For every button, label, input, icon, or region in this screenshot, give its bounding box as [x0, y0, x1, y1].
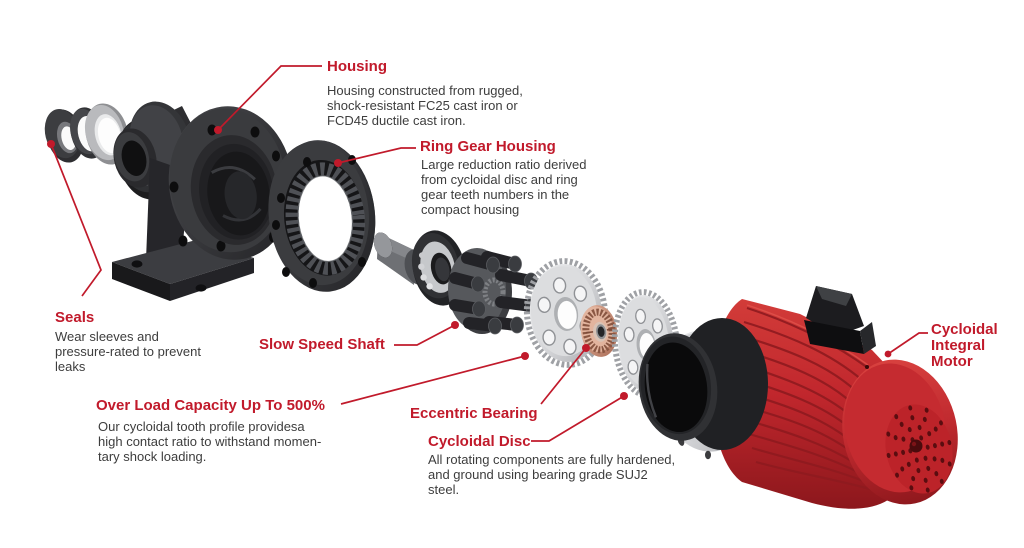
housing-part [112, 101, 294, 301]
housing-description-line: FCD45 ductile cast iron. [327, 113, 466, 128]
housing-description: Housing constructed from rugged, shock-r… [327, 83, 523, 128]
seals-description: Wear sleeves and pressure-rated to preve… [55, 329, 201, 374]
cycloidal-disc-description-line: steel. [428, 482, 460, 497]
slow-speed-shaft-label: Slow Speed Shaft [259, 336, 385, 353]
cycloidal-disc-description: All rotating components are fully harden… [428, 452, 675, 497]
overload-leader-line [340, 355, 526, 405]
seals-description-line: pressure-rated to prevent [55, 344, 201, 359]
overload-description-line: tary shock loading. [98, 449, 207, 464]
overload-description-line: Our cycloidal tooth profile providesa [98, 419, 305, 434]
eccentric-bearing-part [580, 305, 618, 357]
overload-description-line: high contact ratio to withstand momen- [98, 434, 322, 449]
ring-gear-housing-part [268, 140, 376, 292]
eccentric-bearing-label: Eccentric Bearing [410, 405, 538, 422]
housing-description-line: Housing constructed from rugged, [327, 83, 523, 98]
ring-gear-housing-description-line: Large reduction ratio derived [421, 157, 587, 172]
cycloidal-integral-motor-part [712, 286, 958, 509]
ring-gear-housing-description-line: gear teeth numbers in the [421, 187, 570, 202]
motor-flange-part [638, 318, 768, 460]
motor-label-line: Cycloidal [931, 321, 998, 338]
motor-leader-line [887, 332, 928, 355]
motor-label-line: Integral [931, 337, 986, 354]
cycloidal-disc-description-line: All rotating components are fully harden… [428, 452, 676, 467]
cycloidal-disc-leader-line [531, 395, 625, 442]
terminal-box [804, 286, 876, 354]
slow-speed-shaft-part [373, 230, 539, 335]
motor-label-line: Motor [931, 353, 973, 370]
ring-gear-housing-description: Large reduction ratio derived from cyclo… [421, 157, 587, 217]
seals-label: Seals [55, 309, 95, 326]
eccentric-bearing-leader-line [540, 347, 587, 405]
seals-description-line: leaks [55, 359, 86, 374]
leader-dots [47, 126, 892, 400]
ring-gear-housing-label: Ring Gear Housing [420, 138, 556, 155]
leader-lines [50, 65, 928, 442]
seals-description-line: Wear sleeves and [55, 329, 159, 344]
ring-gear-housing-description-line: from cycloidal disc and ring [421, 172, 578, 187]
cycloidal-disc-label: Cycloidal Disc [428, 433, 531, 450]
seals-leader-line [50, 143, 102, 297]
overload-capacity-description: Our cycloidal tooth profile providesa hi… [98, 419, 321, 464]
ring-gear-housing-description-line: compact housing [421, 202, 520, 217]
housing-description-line: shock-resistant FC25 cast iron or [327, 98, 518, 113]
cycloidal-disc-1-part [523, 258, 609, 368]
housing-leader-line [217, 65, 322, 131]
cycloidal-disc-description-line: and ground using bearing grade SUJ2 [428, 467, 648, 482]
ring-gear-leader-line [337, 147, 416, 164]
slow-speed-shaft-leader-line [394, 324, 456, 346]
housing-label: Housing [327, 58, 387, 75]
overload-capacity-label: Over Load Capacity Up To 500% [96, 397, 325, 414]
cycloidal-integral-motor-label: Cycloidal Integral Motor [931, 322, 998, 370]
